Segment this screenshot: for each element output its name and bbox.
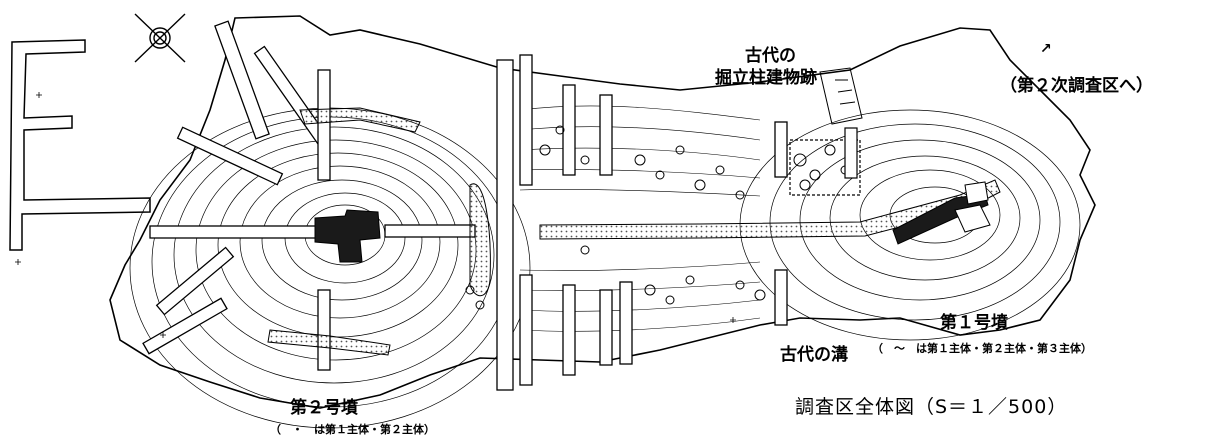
- label-mound-1: 第１号墳: [940, 313, 1008, 333]
- section-sketch: [819, 67, 863, 125]
- label-pillar-building: 掘立柱建物跡: [715, 68, 817, 88]
- pillar-building-remains: [789, 127, 861, 196]
- label-ancient-ditch: 古代の溝: [780, 345, 848, 365]
- grid-crosses: [15, 92, 736, 338]
- ancient-ditch: [267, 107, 1001, 356]
- label-mound-2: 第２号墳: [290, 398, 358, 418]
- label-to-second-survey: （第２次調査区へ）: [1000, 76, 1153, 96]
- mound-2-trenches: [142, 20, 476, 371]
- middle-contours: [519, 105, 761, 332]
- label-mound-2-note: （ ・ は第１主体・第２主体）: [270, 423, 435, 436]
- burial-pits: [314, 181, 991, 263]
- cross-trenches: [496, 54, 788, 391]
- pit-features: [465, 125, 850, 310]
- figure-caption: 調査区全体図（S＝１／500）: [795, 396, 1068, 418]
- label-ancient: 古代の: [745, 46, 796, 66]
- left-trench: [9, 39, 151, 251]
- arrow-icon: ↗: [1040, 41, 1052, 57]
- label-mound-1-note: （ ～ は第１主体・第２主体・第３主体）: [872, 342, 1092, 355]
- compass-icon: [134, 13, 186, 63]
